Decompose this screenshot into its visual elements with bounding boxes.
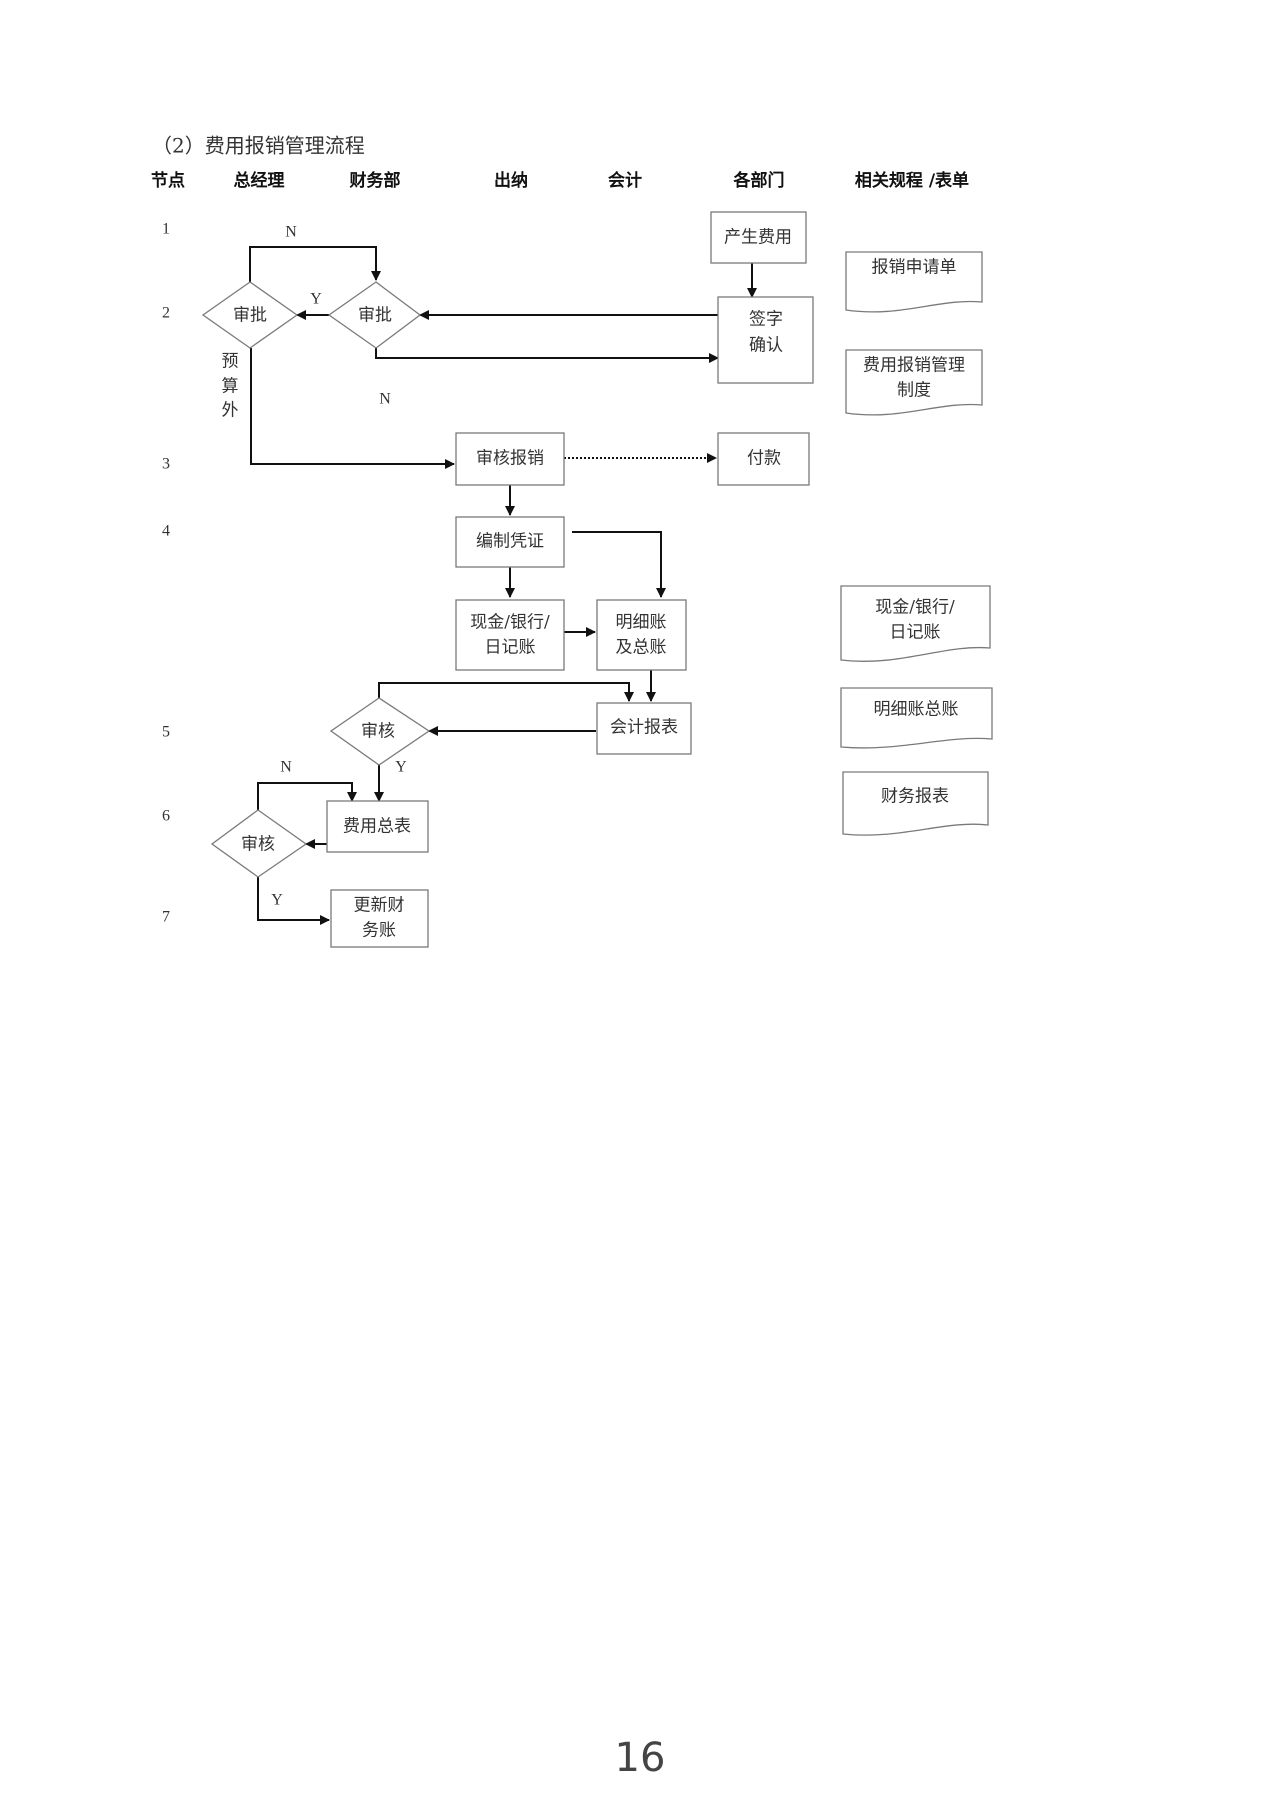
label-review5-yes: Y xyxy=(395,759,407,776)
node-gm-approve: 审批 xyxy=(201,281,299,349)
node-finance-review: 审核 xyxy=(329,697,431,766)
svg-text:现金/银行/: 现金/银行/ xyxy=(875,598,955,618)
node-number-4: 4 xyxy=(162,523,170,540)
svg-text:会计报表: 会计报表 xyxy=(610,718,678,738)
node-expense-summary: 费用总表 xyxy=(326,800,429,853)
column-header-finance: 财务部 xyxy=(349,170,401,191)
svg-text:报销申请单: 报销申请单 xyxy=(872,258,957,278)
edge-review6-yes-to-update xyxy=(257,877,330,925)
node-cash-journal: 现金/银行/ 日记账 xyxy=(455,599,565,671)
node-number-2: 2 xyxy=(162,305,170,322)
node-ledger: 明细账 及总账 xyxy=(596,599,687,671)
svg-text:日记账: 日记账 xyxy=(485,638,536,658)
node-finance-approve: 审批 xyxy=(327,281,422,349)
page-number: 16 xyxy=(614,1735,666,1781)
node-audit-reimburse: 审核报销 xyxy=(455,432,565,486)
svg-text:费用总表: 费用总表 xyxy=(343,817,411,837)
node-prepare-voucher: 编制凭证 xyxy=(455,516,565,568)
svg-text:产生费用: 产生费用 xyxy=(724,228,792,248)
edge-voucher-to-ledger xyxy=(572,531,666,598)
node-generate-expense: 产生费用 xyxy=(710,211,807,264)
column-header-regulations: 相关规程 /表单 xyxy=(855,170,969,191)
doc-ledger: 明细账总账 xyxy=(840,687,993,749)
doc-financial-report: 财务报表 xyxy=(842,771,989,836)
label-finance-no: N xyxy=(379,391,391,408)
doc-expense-policy: 费用报销管理 制度 xyxy=(845,349,983,416)
svg-text:制度: 制度 xyxy=(897,381,931,401)
edge-finance-no-to-sign xyxy=(375,348,719,363)
doc-reimbursement-form: 报销申请单 xyxy=(845,251,983,313)
column-header-cashier: 出纳 xyxy=(494,170,528,191)
svg-text:签字: 签字 xyxy=(749,310,783,330)
edge-review6-no-to-summary xyxy=(257,782,357,810)
label-over-budget-2: 算 xyxy=(222,377,239,397)
node-number-6: 6 xyxy=(162,808,170,825)
svg-text:务账: 务账 xyxy=(362,921,396,941)
svg-text:审核: 审核 xyxy=(241,835,275,855)
label-over-budget-3: 外 xyxy=(222,401,239,421)
svg-text:付款: 付款 xyxy=(747,449,781,469)
svg-text:及总账: 及总账 xyxy=(616,638,667,658)
column-header-accountant: 会计 xyxy=(608,170,642,191)
label-finance-yes: Y xyxy=(310,291,322,308)
svg-text:审批: 审批 xyxy=(358,306,392,326)
label-gm-no: N xyxy=(285,224,297,241)
node-update-accounts: 更新财 务账 xyxy=(330,889,429,948)
svg-text:现金/银行/: 现金/银行/ xyxy=(470,613,550,633)
svg-text:财务报表: 财务报表 xyxy=(881,787,949,807)
svg-text:审核报销: 审核报销 xyxy=(476,449,544,469)
column-header-departments: 各部门 xyxy=(733,170,785,191)
svg-text:明细账总账: 明细账总账 xyxy=(874,700,959,720)
node-accounting-report: 会计报表 xyxy=(596,702,692,755)
svg-text:审核: 审核 xyxy=(361,722,395,742)
section-title: （2）费用报销管理流程 xyxy=(152,134,365,158)
label-review6-yes: Y xyxy=(271,892,283,909)
svg-text:确认: 确认 xyxy=(749,336,783,356)
svg-text:更新财: 更新财 xyxy=(354,896,405,916)
svg-text:日记账: 日记账 xyxy=(890,623,941,643)
edge-gm-to-audit xyxy=(250,348,455,469)
node-number-7: 7 xyxy=(162,909,170,926)
node-number-3: 3 xyxy=(162,456,170,473)
doc-cash-journal: 现金/银行/ 日记账 xyxy=(840,585,991,662)
svg-text:审批: 审批 xyxy=(233,306,267,326)
node-number-5: 5 xyxy=(162,724,170,741)
node-gm-review: 审核 xyxy=(210,809,308,878)
svg-text:编制凭证: 编制凭证 xyxy=(476,532,544,552)
svg-text:明细账: 明细账 xyxy=(616,613,667,633)
edge-review5-no-to-report xyxy=(378,682,634,702)
node-payment: 付款 xyxy=(717,432,810,486)
edge-gm-no-to-finance xyxy=(249,246,381,282)
column-header-node: 节点 xyxy=(151,170,185,191)
node-number-1: 1 xyxy=(162,221,170,238)
node-sign-confirm: 签字 确认 xyxy=(717,296,814,384)
column-header-gm: 总经理 xyxy=(234,170,285,191)
label-review6-no: N xyxy=(280,759,292,776)
svg-text:费用报销管理: 费用报销管理 xyxy=(863,356,965,376)
label-over-budget-1: 预 xyxy=(222,352,239,372)
